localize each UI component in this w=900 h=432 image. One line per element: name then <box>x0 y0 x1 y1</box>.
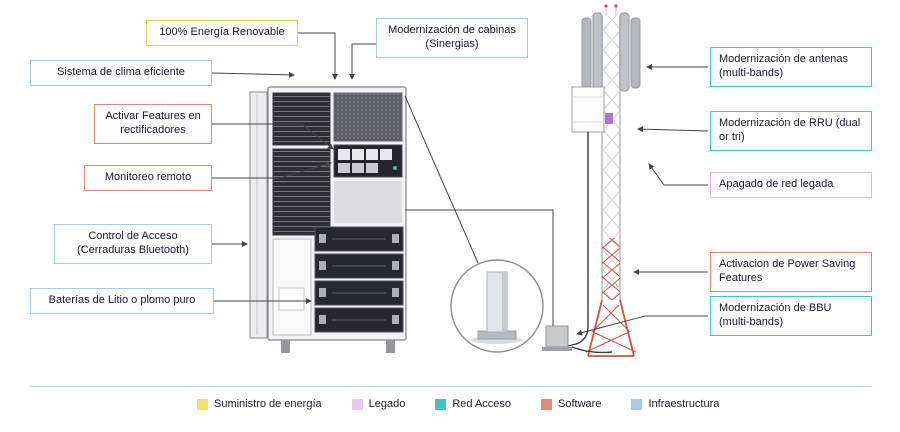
legend-label-energia: Suministro de energía <box>214 398 322 410</box>
legend-label-infraestructura: Infraestructura <box>648 398 720 410</box>
legend-swatch-legado <box>351 398 363 410</box>
legend-swatch-energia <box>197 398 208 410</box>
cabinet-open-door <box>249 91 268 339</box>
legend-item-software: Software <box>541 398 601 410</box>
rru-box <box>571 86 613 133</box>
cabinet-illustration <box>249 86 407 353</box>
callout-monitoreo-remoto-label: Monitoreo remoto <box>104 171 192 184</box>
callout-energia-renovable: 100% Energía Renovable <box>146 20 298 46</box>
cabinet-vent-panel <box>333 92 403 142</box>
magnifier-circle <box>450 259 544 353</box>
callout-modernizacion-cabinas: Modernización de cabinas (Sinergias) <box>376 18 528 58</box>
callout-baterias-litio-label: Baterías de Litio o plomo puro <box>48 294 196 307</box>
ground-cable <box>571 346 613 354</box>
callout-modernizacion-rru: Modernización de RRU (dual or tri) <box>710 111 872 151</box>
rectifier-shelf <box>333 144 403 178</box>
connector-lines <box>211 32 709 336</box>
tower-cable <box>567 132 589 347</box>
legend-swatch-infraestructura <box>631 398 643 410</box>
callout-modernizacion-rru-label: Modernización de RRU (dual or tri) <box>719 117 861 143</box>
callout-apagado-red-legada: Apagado de red legada <box>710 172 872 198</box>
callout-control-acceso-label: Control de Acceso (Cerraduras Bluetooth) <box>77 230 189 256</box>
callout-power-saving-label: Activacion de Power Saving Features <box>719 258 856 284</box>
callout-clima-eficiente-label: Sistema de clima eficiente <box>57 66 185 79</box>
callout-features-rectificadores: Activar Features en rectificadores <box>94 104 212 144</box>
legend-swatch-red-acceso <box>435 398 447 410</box>
tower-illustration <box>567 4 641 357</box>
legend-divider <box>30 386 872 387</box>
legend: Suministro de energía Legado Red Acceso … <box>197 398 719 410</box>
callout-features-rectificadores-label: Activar Features en rectificadores <box>105 110 201 136</box>
legend-item-red-acceso: Red Acceso <box>435 398 511 410</box>
cabinet-mid-grille <box>272 148 331 236</box>
legend-label-software: Software <box>558 398 602 410</box>
callout-monitoreo-remoto: Monitoreo remoto <box>84 165 212 191</box>
callout-power-saving: Activacion de Power Saving Features <box>710 252 872 292</box>
cabinet-top-grille <box>272 92 331 146</box>
legend-label-red-acceso: Red Acceso <box>452 398 512 410</box>
callout-modernizacion-antenas-label: Modernización de antenas (multi-bands) <box>719 53 849 79</box>
callout-modernizacion-bbu: Modernización de BBU (multi-bands) <box>710 296 872 336</box>
antenna-array <box>581 12 641 92</box>
callout-clima-eficiente: Sistema de clima eficiente <box>30 60 212 86</box>
legend-swatch-software <box>541 398 553 410</box>
callout-modernizacion-bbu-label: Modernización de BBU (multi-bands) <box>719 302 832 328</box>
legend-item-energia: Suministro de energía <box>197 398 322 410</box>
callout-control-acceso: Control de Acceso (Cerraduras Bluetooth) <box>54 224 212 264</box>
callout-apagado-red-legada-label: Apagado de red legada <box>719 178 834 191</box>
callout-modernizacion-cabinas-label: Modernización de cabinas (Sinergias) <box>388 24 516 50</box>
legend-label-legado: Legado <box>368 398 406 410</box>
callout-baterias-litio: Baterías de Litio o plomo puro <box>30 288 214 314</box>
cabinet-lower-compartment <box>272 238 312 336</box>
pedestal-unit <box>471 271 523 344</box>
legend-item-legado: Legado <box>351 398 406 410</box>
battery-stack <box>314 226 404 333</box>
site-unit <box>542 325 572 351</box>
legend-item-infraestructura: Infraestructura <box>631 398 719 410</box>
callout-energia-renovable-label: 100% Energía Renovable <box>159 26 285 39</box>
callout-modernizacion-antenas: Modernización de antenas (multi-bands) <box>710 47 872 87</box>
